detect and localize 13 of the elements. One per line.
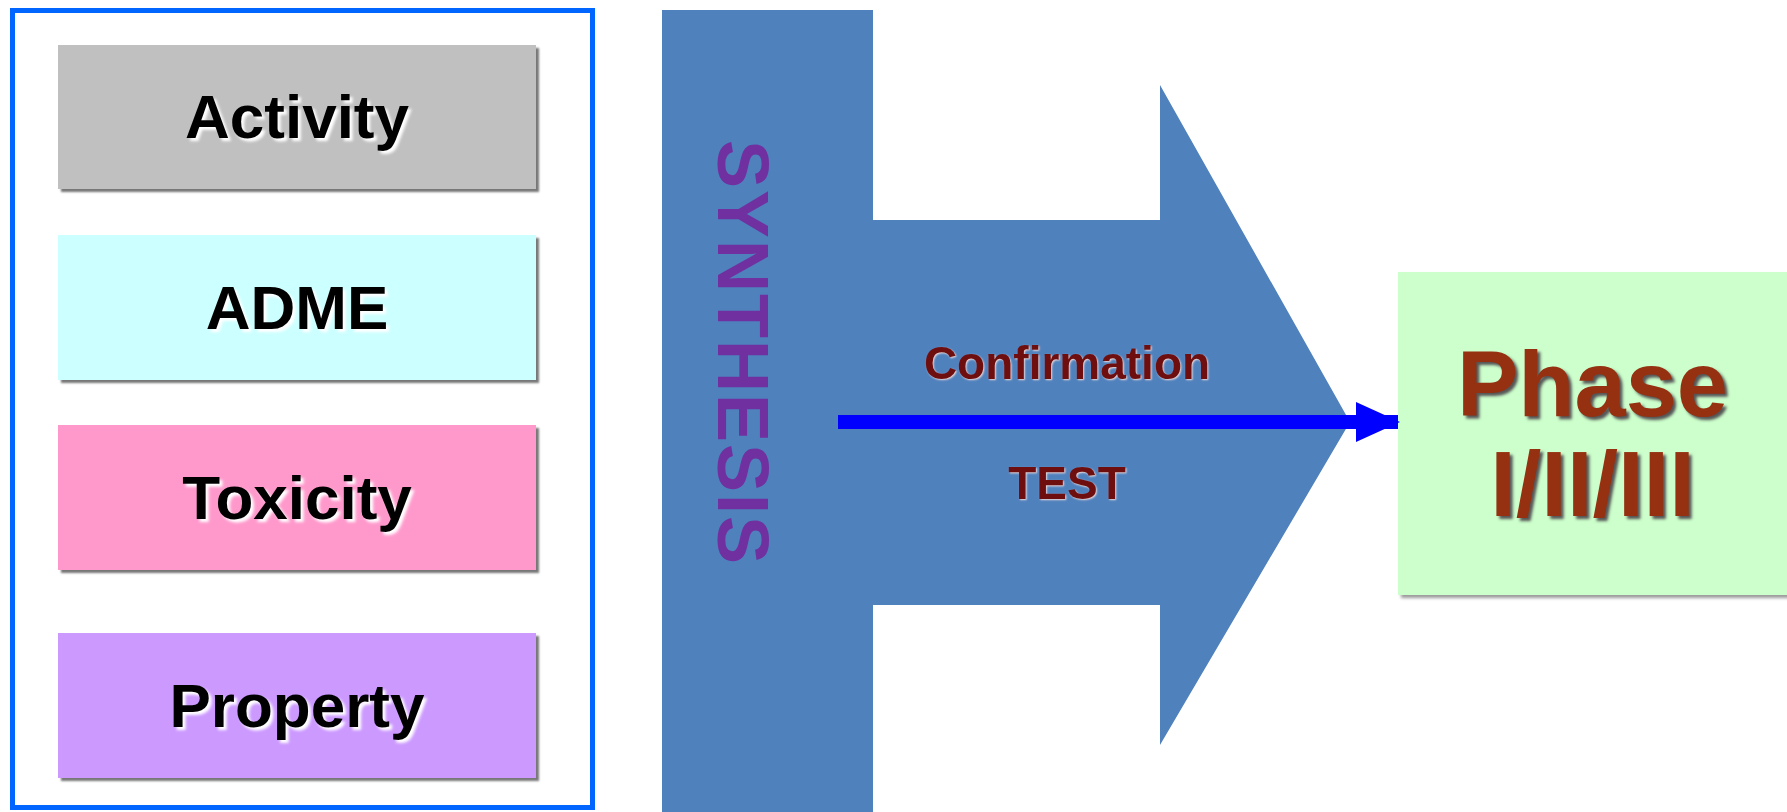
category-box bbox=[58, 425, 536, 570]
stage-label: Confirmation bbox=[922, 340, 1212, 386]
arrow bbox=[838, 402, 1400, 442]
category-box bbox=[58, 633, 536, 778]
category-box bbox=[58, 45, 536, 189]
phase-label: Phase bbox=[1456, 337, 1729, 430]
category-label: ADME bbox=[205, 276, 389, 339]
stage-label: TEST bbox=[1007, 460, 1127, 506]
category-box bbox=[58, 235, 536, 380]
phase-label: I/II/III bbox=[1490, 437, 1695, 530]
phase-box bbox=[1398, 272, 1787, 595]
group-frame bbox=[10, 8, 595, 810]
vertical-label: SYNTHESIS bbox=[707, 140, 779, 567]
